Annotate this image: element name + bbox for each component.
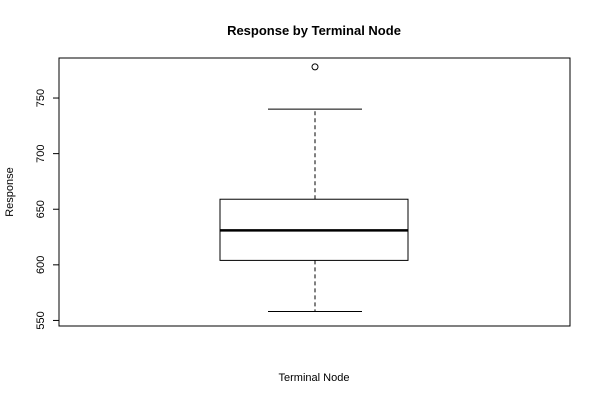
y-tick-label: 550 — [35, 311, 47, 329]
y-axis-label: Response — [4, 167, 16, 217]
x-axis-label: Terminal Node — [279, 372, 350, 384]
y-axis: 550 600 650 700 750 — [35, 89, 60, 330]
y-tick-label: 600 — [35, 256, 47, 274]
y-tick-label: 700 — [35, 144, 47, 162]
box-plot — [219, 63, 409, 313]
chart-title: Response by Terminal Node — [227, 23, 401, 38]
y-tick-label: 750 — [35, 89, 47, 107]
y-tick-label: 650 — [35, 200, 47, 218]
outlier-point — [311, 63, 319, 71]
